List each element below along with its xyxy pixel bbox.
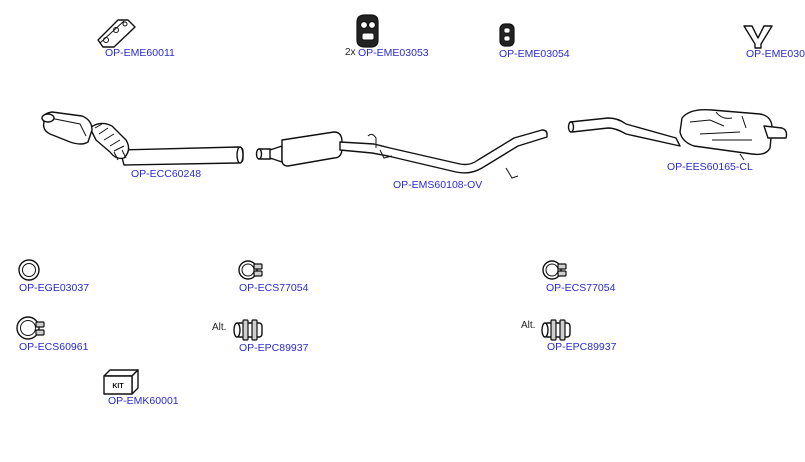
- alternative-prefix-right: Alt.: [521, 320, 536, 331]
- alternative-prefix-left: Alt.: [212, 322, 227, 333]
- pipe-connector-icon[interactable]: [541, 319, 571, 341]
- rubber-mount-icon[interactable]: [499, 23, 515, 47]
- rear-silencer-icon[interactable]: [567, 108, 788, 161]
- part-label-op-ees60165-cl[interactable]: OP-EES60165-CL: [667, 161, 753, 173]
- rubber-hanger-icon[interactable]: [356, 14, 379, 48]
- part-label-op-ems60108-ov[interactable]: OP-EMS60108-OV: [393, 179, 483, 191]
- y-bracket-icon[interactable]: [743, 25, 773, 49]
- part-label-op-ege03037[interactable]: OP-EGE03037: [19, 282, 90, 294]
- part-label-op-emk60001[interactable]: OP-EMK60001: [108, 395, 179, 407]
- middle-silencer-pipe-icon[interactable]: [255, 129, 548, 179]
- gasket-ring-icon[interactable]: [18, 259, 40, 281]
- pipe-connector-icon[interactable]: [233, 319, 263, 341]
- kit-box-icon[interactable]: KIT: [103, 369, 139, 395]
- part-label-op-epc89937-left[interactable]: OP-EPC89937: [239, 342, 309, 354]
- part-label-op-ecs60961[interactable]: OP-ECS60961: [19, 341, 89, 353]
- quantity-prefix: 2x: [345, 47, 356, 58]
- part-label-op-epc89937-right[interactable]: OP-EPC89937: [547, 341, 617, 353]
- part-label-op-ecs77054-right[interactable]: OP-ECS77054: [546, 282, 616, 294]
- part-label-op-eme030[interactable]: OP-EME030: [746, 48, 805, 60]
- clamp-icon[interactable]: [238, 260, 263, 280]
- clamp-icon[interactable]: [542, 260, 567, 280]
- part-label-op-eme60011[interactable]: OP-EME60011: [105, 47, 175, 59]
- clamp-ring-icon[interactable]: [16, 316, 45, 340]
- catalytic-converter-icon[interactable]: [41, 111, 244, 166]
- part-label-op-ecs77054-left[interactable]: OP-ECS77054: [239, 282, 309, 294]
- mounting-bracket-icon[interactable]: [97, 19, 136, 48]
- kit-box-text: KIT: [112, 383, 124, 390]
- part-label-op-ecc60248[interactable]: OP-ECC60248: [131, 168, 202, 180]
- part-label-op-eme03053[interactable]: OP-EME03053: [358, 47, 429, 59]
- part-label-op-eme03054[interactable]: OP-EME03054: [499, 48, 570, 60]
